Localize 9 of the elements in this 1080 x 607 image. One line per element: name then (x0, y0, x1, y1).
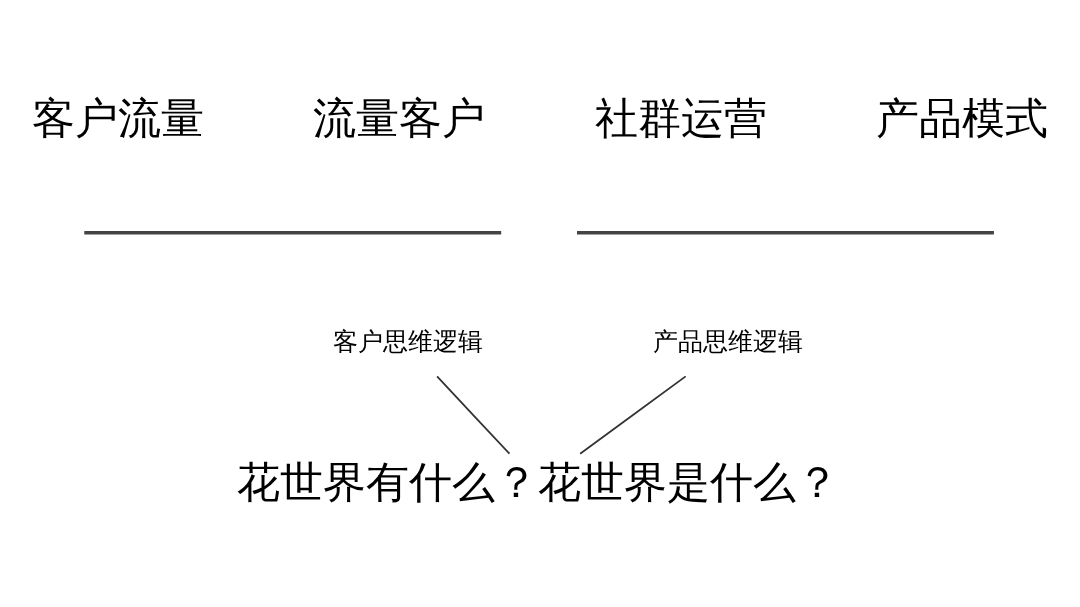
node-text: 客户思维逻辑 (333, 326, 484, 356)
connector (579, 374, 687, 455)
node-text: 产品思维逻辑 (652, 326, 803, 356)
node-text: 花世界有什么？花世界是什么？ (237, 456, 840, 507)
label: 社群运营 (594, 92, 767, 143)
label: 流量客户 (313, 92, 486, 143)
connector (436, 374, 511, 455)
label: 产品模式 (876, 92, 1049, 143)
label: 客户流量 (31, 92, 204, 143)
